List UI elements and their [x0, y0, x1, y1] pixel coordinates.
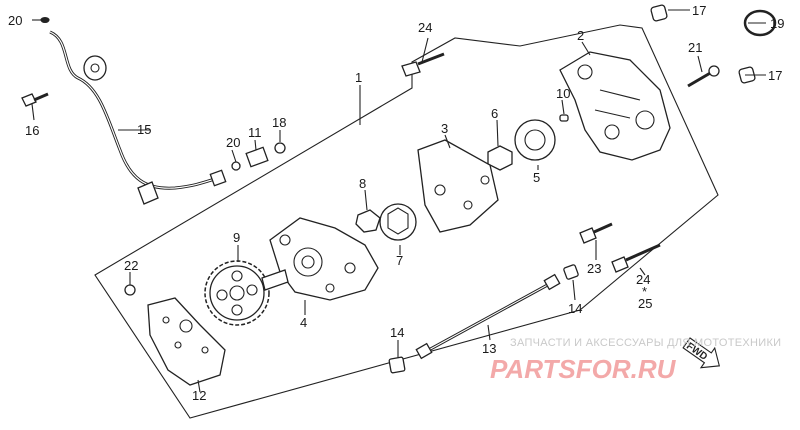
callout-6: 6	[491, 106, 498, 121]
callout-16: 16	[25, 123, 39, 138]
oil-pipe-15	[49, 30, 219, 190]
callout-10: 10	[556, 86, 570, 101]
pump-body-bore	[293, 247, 323, 277]
callout-19: 19	[770, 16, 784, 31]
outer-rotor-7-lobes	[387, 207, 409, 235]
dowel-pin-17-top	[650, 4, 668, 22]
pump-body-boss-3	[325, 283, 335, 293]
bolt-16-shank	[33, 92, 49, 102]
callout-24a: 24	[418, 20, 432, 35]
plate-3-hole-3	[480, 175, 490, 185]
pump-cover-boss-3	[635, 110, 655, 130]
pipe-nut	[209, 169, 227, 187]
callout-17b: 17	[768, 68, 782, 83]
callout-20b: 20	[226, 135, 240, 150]
sprocket-9-hole-2	[246, 284, 258, 296]
bolt-24-lower-shank	[625, 243, 661, 262]
callout-18: 18	[272, 115, 286, 130]
callout-14a: 14	[568, 301, 582, 316]
watermark-brand: PARTSFOR.RU	[490, 354, 677, 384]
bolt-23-shank	[593, 222, 613, 234]
callout-1: 1	[355, 70, 362, 85]
collar-11	[245, 146, 269, 168]
sprocket-9-hub	[229, 285, 245, 301]
callout-13: 13	[482, 341, 496, 356]
pump-body-bore-inner	[301, 255, 315, 269]
sprocket-shaft	[261, 269, 289, 291]
callout-20a: 20	[8, 13, 22, 28]
callout-12: 12	[192, 388, 206, 403]
callout-4: 4	[300, 315, 307, 330]
guide-plate-12	[147, 297, 226, 386]
callout-17a: 17	[692, 3, 706, 18]
sprocket-9-hole-3	[231, 304, 243, 316]
pump-body-boss-2	[344, 262, 356, 274]
bolt-24-top	[401, 61, 421, 77]
oil-pipe-13-inner	[424, 281, 554, 353]
clamp-roller	[83, 55, 107, 81]
washer-20	[231, 161, 241, 171]
callout-15: 15	[137, 122, 151, 137]
sprocket-9-body	[209, 265, 265, 321]
callout-24b: 24	[636, 272, 650, 287]
callout-3: 3	[441, 121, 448, 136]
guide-plate-hole-4	[162, 316, 170, 324]
callout-11: 11	[248, 125, 262, 140]
bolt-23	[579, 227, 597, 244]
sprocket-9-hole-4	[216, 289, 228, 301]
callout-2: 2	[577, 28, 584, 43]
plate-3-hole-2	[463, 200, 473, 210]
callout-14b: 14	[390, 325, 404, 340]
leader-lines	[31, 9, 766, 393]
outer-rotor-5-inner	[524, 129, 546, 151]
pipe-bracket	[137, 181, 159, 205]
outer-rotor-5	[514, 119, 556, 161]
bolt-16	[21, 93, 37, 107]
callout-23: 23	[587, 261, 601, 276]
pipe-13-end-left	[415, 342, 433, 360]
guide-plate-hole-2	[174, 341, 182, 349]
bolt-22	[124, 284, 136, 296]
pump-cover-rib	[594, 89, 641, 119]
guide-plate-hole-3	[201, 346, 209, 354]
inner-rotor-6	[487, 145, 513, 171]
collar-14-right	[563, 264, 579, 280]
callout-5: 5	[533, 170, 540, 185]
bolt-21	[687, 70, 713, 88]
callout-21: 21	[688, 40, 702, 55]
pipe-13-end-right	[543, 273, 561, 291]
ring-18	[274, 142, 286, 154]
pump-body-boss-1	[279, 234, 291, 246]
callout-22: 22	[124, 258, 138, 273]
watermark-tagline: ЗАПЧАСТИ И АКСЕССУАРЫ ДЛЯ МОТОТЕХНИКИ	[510, 337, 781, 349]
bolt-21-head	[708, 65, 720, 77]
collar-14-lower	[388, 356, 406, 374]
callout-9: 9	[233, 230, 240, 245]
pump-cover-2	[559, 51, 671, 161]
pump-cover-boss-2	[604, 124, 620, 140]
bolt-24-lower	[611, 256, 629, 273]
bolt-24-top-shank	[417, 52, 445, 66]
callout-8: 8	[359, 176, 366, 191]
callout-25-asterisk: *	[642, 284, 647, 299]
callout-25: 25	[638, 296, 652, 311]
sprocket-9-hole-1	[231, 270, 243, 282]
plate-3	[417, 139, 499, 233]
oil-pipe-15-inner	[49, 31, 219, 189]
inner-rotor-8	[355, 209, 381, 233]
guide-plate-hole-1	[179, 319, 193, 333]
plate-3-hole-1	[434, 184, 446, 196]
pin-10	[559, 114, 569, 122]
clamp-roller-hole	[90, 63, 100, 73]
callout-7: 7	[396, 253, 403, 268]
pump-cover-boss-1	[577, 64, 593, 80]
